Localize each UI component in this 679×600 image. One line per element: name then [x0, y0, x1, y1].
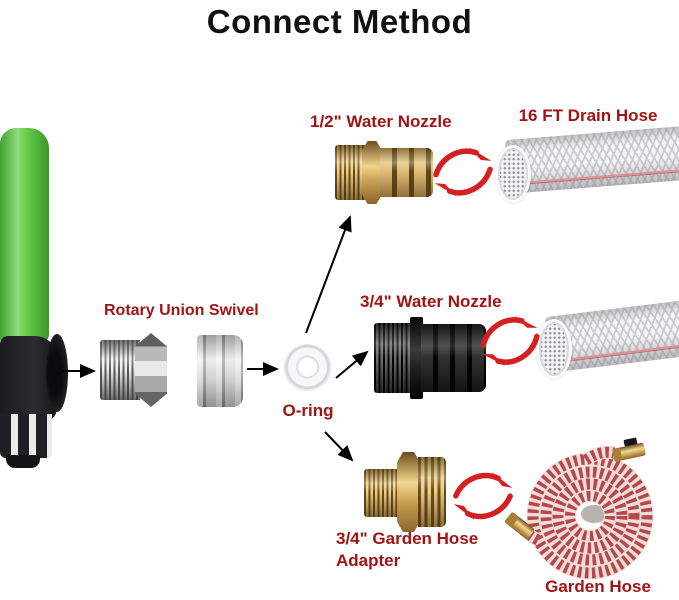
- rotate-arrows-icon: [429, 143, 497, 200]
- swivel-threads: [100, 340, 140, 400]
- hose-open-end: [495, 145, 531, 203]
- adapter-label-line2: Adapter: [336, 551, 401, 570]
- swivel-end-nut: [197, 335, 243, 407]
- pump-outlet-port: [46, 334, 68, 412]
- hose-body: [504, 125, 679, 194]
- page-title: Connect Method: [206, 3, 473, 40]
- nozzle-threads: [374, 323, 412, 393]
- adapter-small-threads: [364, 469, 401, 517]
- garden-hose-label: Garden Hose: [545, 577, 651, 596]
- adapter-large-threads: [418, 457, 446, 527]
- pump-foot: [6, 455, 40, 468]
- pump-body: [0, 128, 49, 344]
- coil-center: [581, 505, 607, 523]
- valve-lever: [623, 437, 638, 447]
- garden-hose-adapter-label: 3/4" Garden Hose Adapter: [336, 528, 486, 572]
- nozzle-hex-collar: [362, 141, 382, 204]
- nozzle-barb: [421, 324, 486, 392]
- drain-hose-label: 16 FT Drain Hose: [518, 106, 658, 125]
- hose-end-fitting-valve: [612, 437, 646, 462]
- o-ring-label: O-ring: [282, 401, 334, 420]
- nozzle-flange: [410, 317, 423, 399]
- swivel-body: [165, 343, 199, 398]
- arrow-oring-to-three-quarter-nozzle: [335, 350, 369, 379]
- garden-hose-adapter-image: [364, 452, 446, 532]
- o-ring-image: [283, 344, 332, 393]
- hose-red-stripe: [559, 342, 679, 362]
- pump-vent-slots: [0, 414, 52, 458]
- adapter-hex-nut: [397, 452, 420, 532]
- garden-hose-image: [504, 437, 654, 580]
- rotary-union-swivel-image: [100, 333, 243, 407]
- arrow-oring-to-half-nozzle: [305, 215, 352, 334]
- nozzle-threads: [335, 145, 365, 200]
- middle-hose-image: [532, 299, 679, 402]
- nozzle-barb: [380, 148, 433, 197]
- half-inch-water-nozzle-image: [335, 141, 433, 204]
- arrow-oring-to-adapter: [324, 431, 354, 462]
- rotary-union-swivel-label: Rotary Union Swivel: [104, 302, 259, 319]
- drain-hose-image: [489, 125, 679, 218]
- three-quarter-nozzle-label: 3/4" Water Nozzle: [360, 292, 502, 311]
- hose-red-stripe: [518, 167, 679, 185]
- adapter-label-line1: 3/4" Garden Hose: [336, 529, 479, 548]
- swivel-hex-nut: [135, 333, 167, 407]
- half-inch-nozzle-label: 1/2" Water Nozzle: [310, 112, 452, 131]
- three-quarter-water-nozzle-image: [374, 317, 486, 399]
- hose-open-end: [536, 319, 572, 379]
